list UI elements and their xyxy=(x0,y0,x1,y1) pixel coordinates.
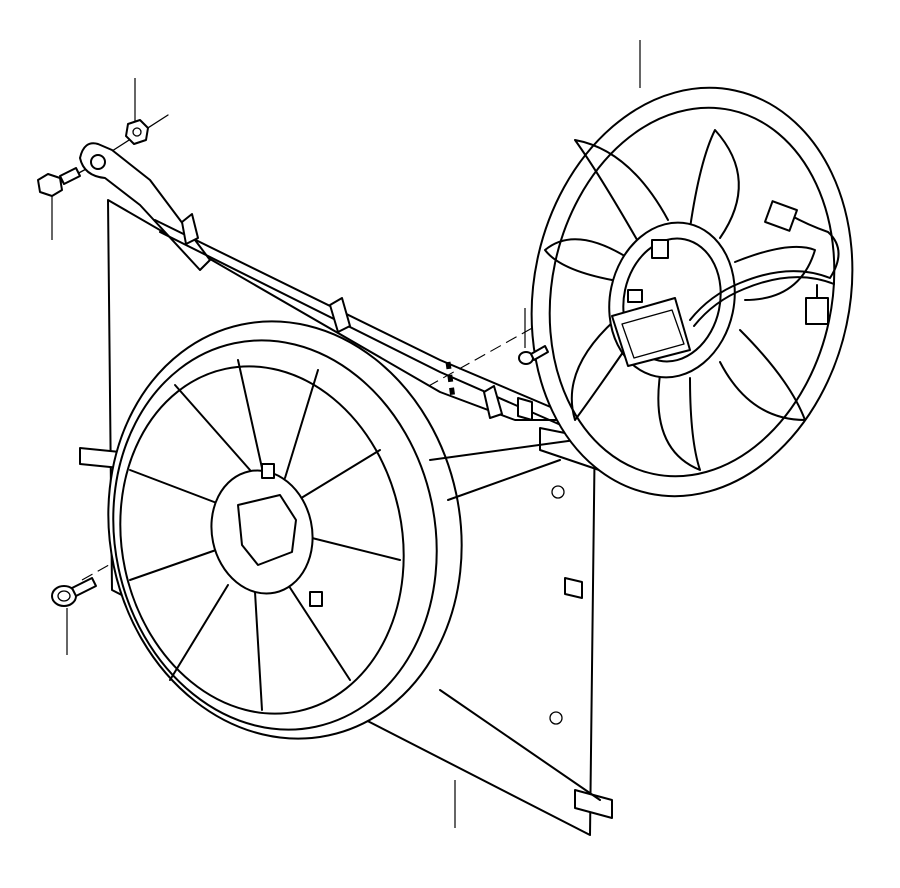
bolt-shank xyxy=(59,167,81,185)
spoke xyxy=(299,534,401,561)
fan-blade xyxy=(574,139,669,246)
fan-blades xyxy=(544,129,816,471)
connector-path-marker xyxy=(445,361,459,421)
spoke xyxy=(297,449,381,501)
fan-blade xyxy=(734,245,816,301)
connector-housing xyxy=(805,297,829,325)
mounting-bolt-lower xyxy=(51,577,97,607)
fan-blade xyxy=(689,129,740,239)
fan-blade xyxy=(570,319,629,421)
hub-bracket-top xyxy=(651,239,669,259)
bolt-lower-shank xyxy=(71,577,97,597)
brace xyxy=(439,689,601,801)
screw-shank xyxy=(530,345,549,361)
fan-blade xyxy=(544,238,629,281)
mounting-bolt-top xyxy=(37,167,81,197)
spoke xyxy=(284,369,319,479)
brace xyxy=(429,437,591,461)
spoke xyxy=(254,591,263,711)
fan-blade xyxy=(657,374,701,471)
bracket-icon xyxy=(517,397,533,421)
nut-hole xyxy=(132,127,142,137)
connector-plug xyxy=(764,200,798,232)
fan-shroud xyxy=(79,142,624,836)
wiring-harness xyxy=(689,214,840,321)
plate-tab xyxy=(564,577,583,599)
motor-mount-bracket xyxy=(517,397,533,421)
spoke xyxy=(129,469,223,506)
spoke xyxy=(237,359,263,469)
bolt-head-center xyxy=(57,590,71,602)
shroud-ring-inner xyxy=(119,365,405,715)
fan-hub-inner xyxy=(622,237,722,363)
brace xyxy=(447,459,561,501)
module-clip xyxy=(627,289,643,303)
bottom-foot xyxy=(574,789,613,819)
shroud-top-bracket xyxy=(79,142,211,271)
wiring-harness-b xyxy=(693,276,835,327)
module-face xyxy=(621,309,685,359)
plate-hole-bottom xyxy=(549,711,563,725)
hub-tab-top xyxy=(261,463,275,479)
nut-icon xyxy=(125,119,149,145)
leader-lines xyxy=(51,40,641,828)
spoke xyxy=(174,384,251,471)
hub-tab-bottom xyxy=(309,591,323,607)
shroud-top-edge-inner xyxy=(159,231,596,441)
shroud-spokes xyxy=(129,359,401,711)
plate-hole-top xyxy=(551,485,565,499)
nut xyxy=(125,119,149,145)
shroud-clip-3 xyxy=(483,385,503,419)
shroud-clip-1 xyxy=(181,213,199,245)
spoke xyxy=(284,579,351,681)
bracket-hole xyxy=(90,154,106,170)
spoke xyxy=(169,584,229,681)
screw xyxy=(518,345,549,365)
shroud-ring-mid xyxy=(112,339,438,731)
bolt-icon xyxy=(37,173,63,197)
spoke xyxy=(129,549,217,581)
fan-blade xyxy=(719,329,806,421)
shroud-top-edge xyxy=(154,219,601,429)
electric-fan-motor xyxy=(530,86,854,498)
hub-mount-plate xyxy=(237,494,297,566)
shroud-clip-2 xyxy=(329,297,351,333)
